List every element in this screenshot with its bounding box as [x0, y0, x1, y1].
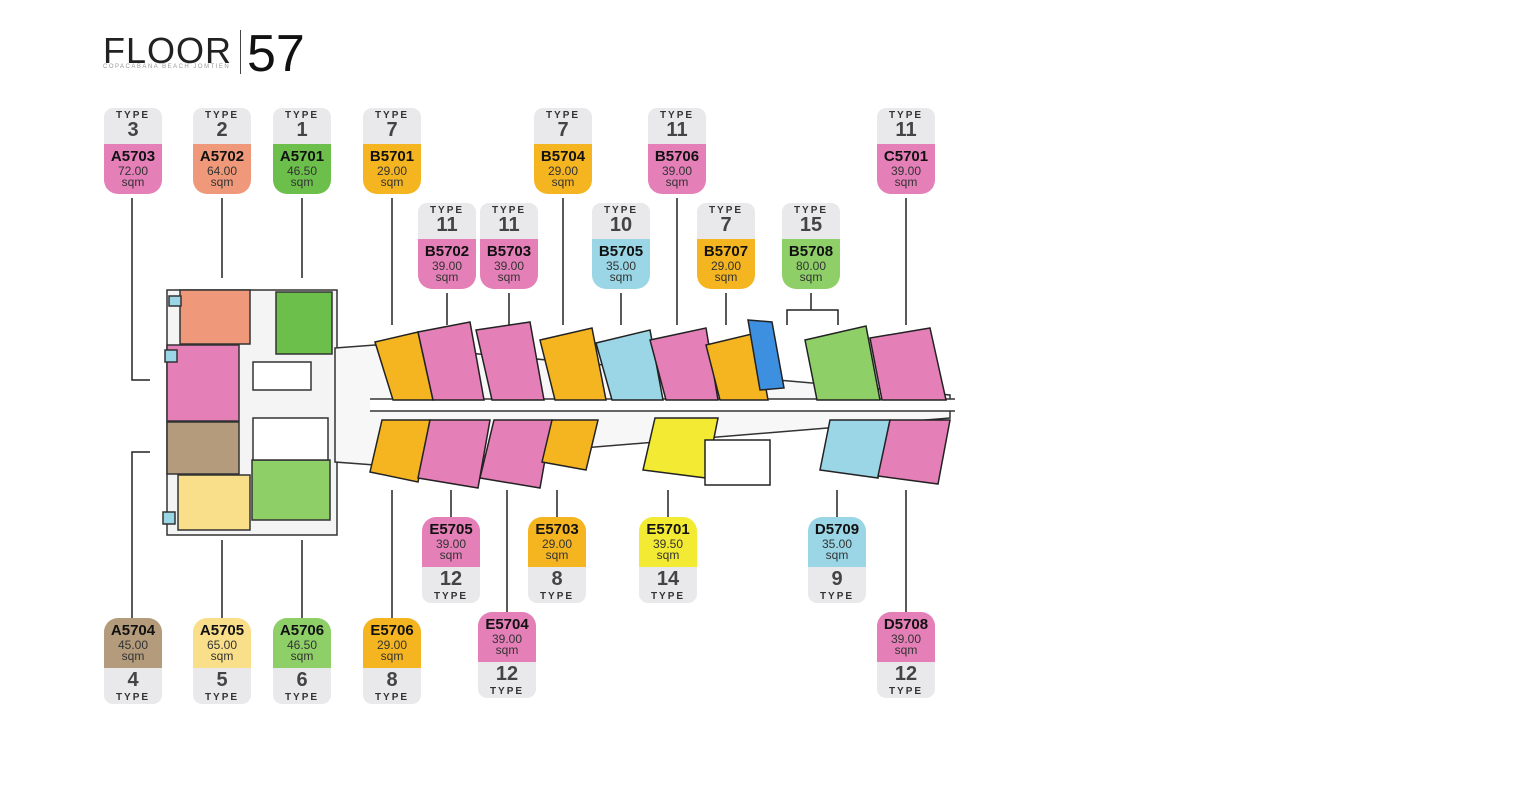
unit-area: 39.50 — [652, 537, 684, 551]
unit-code: A5703 — [110, 148, 156, 165]
title-divider — [240, 30, 241, 74]
unit-code: E5704 — [485, 616, 529, 633]
unit-code: B5706 — [654, 148, 700, 165]
unit-type: 15 — [799, 214, 823, 236]
unit-type: 11 — [666, 119, 688, 141]
unit-area: 72.00 — [117, 164, 149, 178]
unit-code: B5702 — [424, 243, 470, 260]
unit-type: 11 — [895, 119, 917, 141]
unit-type: 11 — [498, 214, 520, 236]
unit-code: A5705 — [199, 622, 245, 639]
unit-code: A5701 — [279, 148, 325, 165]
unit-code: E5705 — [429, 521, 473, 538]
unit-type: 4 — [127, 669, 139, 691]
unit-area: 29.00 — [547, 164, 579, 178]
unit-type: 6 — [296, 669, 308, 691]
unit-code: B5705 — [598, 243, 644, 260]
unit-type: 12 — [495, 663, 519, 685]
unit-type: 7 — [557, 119, 569, 141]
unit-type: 12 — [439, 568, 463, 590]
unit-area: 29.00 — [376, 164, 408, 178]
unit-type: 10 — [609, 214, 633, 236]
unit-area: 45.00 — [117, 638, 149, 652]
unit-area: 39.00 — [890, 632, 922, 646]
unit-code: E5703 — [535, 521, 579, 538]
unit-area: 39.00 — [493, 259, 525, 273]
unit-area: 35.00 — [605, 259, 637, 273]
unit-type: 2 — [216, 119, 228, 141]
unit-type: 3 — [127, 119, 139, 141]
unit-area: 39.00 — [661, 164, 693, 178]
unit-area: 64.00 — [206, 164, 238, 178]
title-word: FLOOR — [103, 30, 233, 71]
unit-code: B5703 — [486, 243, 532, 260]
unit-code: A5704 — [110, 622, 156, 639]
title-subtitle: COPACABANA BEACH JOMTIEN — [103, 64, 231, 70]
unit-type: 8 — [386, 669, 398, 691]
unit-type: 14 — [656, 568, 680, 590]
unit-type: 9 — [831, 568, 843, 590]
unit-type: 8 — [551, 568, 563, 590]
unit-type: 5 — [216, 669, 228, 691]
unit-area: 39.00 — [491, 632, 523, 646]
floor-number: 57 — [247, 25, 305, 83]
unit-area: 29.00 — [710, 259, 742, 273]
leader-lines — [131, 198, 907, 618]
unit-area: 80.00 — [795, 259, 827, 273]
tower-block — [162, 289, 338, 536]
unit-area: 39.00 — [890, 164, 922, 178]
unit-area: 39.00 — [435, 537, 467, 551]
unit-area: 46.50 — [286, 638, 318, 652]
unit-code: B5704 — [540, 148, 586, 165]
unit-type: 7 — [386, 119, 398, 141]
unit-code: D5709 — [814, 521, 860, 538]
unit-type: 12 — [894, 663, 918, 685]
upper-units — [374, 319, 947, 401]
lower-units — [369, 417, 951, 489]
unit-code: B5708 — [788, 243, 834, 260]
unit-code: C5701 — [883, 148, 929, 165]
unit-area: 29.00 — [541, 537, 573, 551]
unit-type: 7 — [720, 214, 732, 236]
unit-code: D5708 — [883, 616, 929, 633]
unit-area: 65.00 — [206, 638, 238, 652]
unit-area: 35.00 — [821, 537, 853, 551]
unit-code: B5701 — [369, 148, 415, 165]
unit-code: A5702 — [199, 148, 245, 165]
unit-type: 1 — [296, 119, 308, 141]
unit-code: B5707 — [703, 243, 749, 260]
unit-area: 39.00 — [431, 259, 463, 273]
unit-code: E5706 — [370, 622, 414, 639]
unit-code: A5706 — [279, 622, 325, 639]
unit-code: E5701 — [646, 521, 690, 538]
unit-type: 11 — [436, 214, 458, 236]
unit-area: 46.50 — [286, 164, 318, 178]
unit-area: 29.00 — [376, 638, 408, 652]
